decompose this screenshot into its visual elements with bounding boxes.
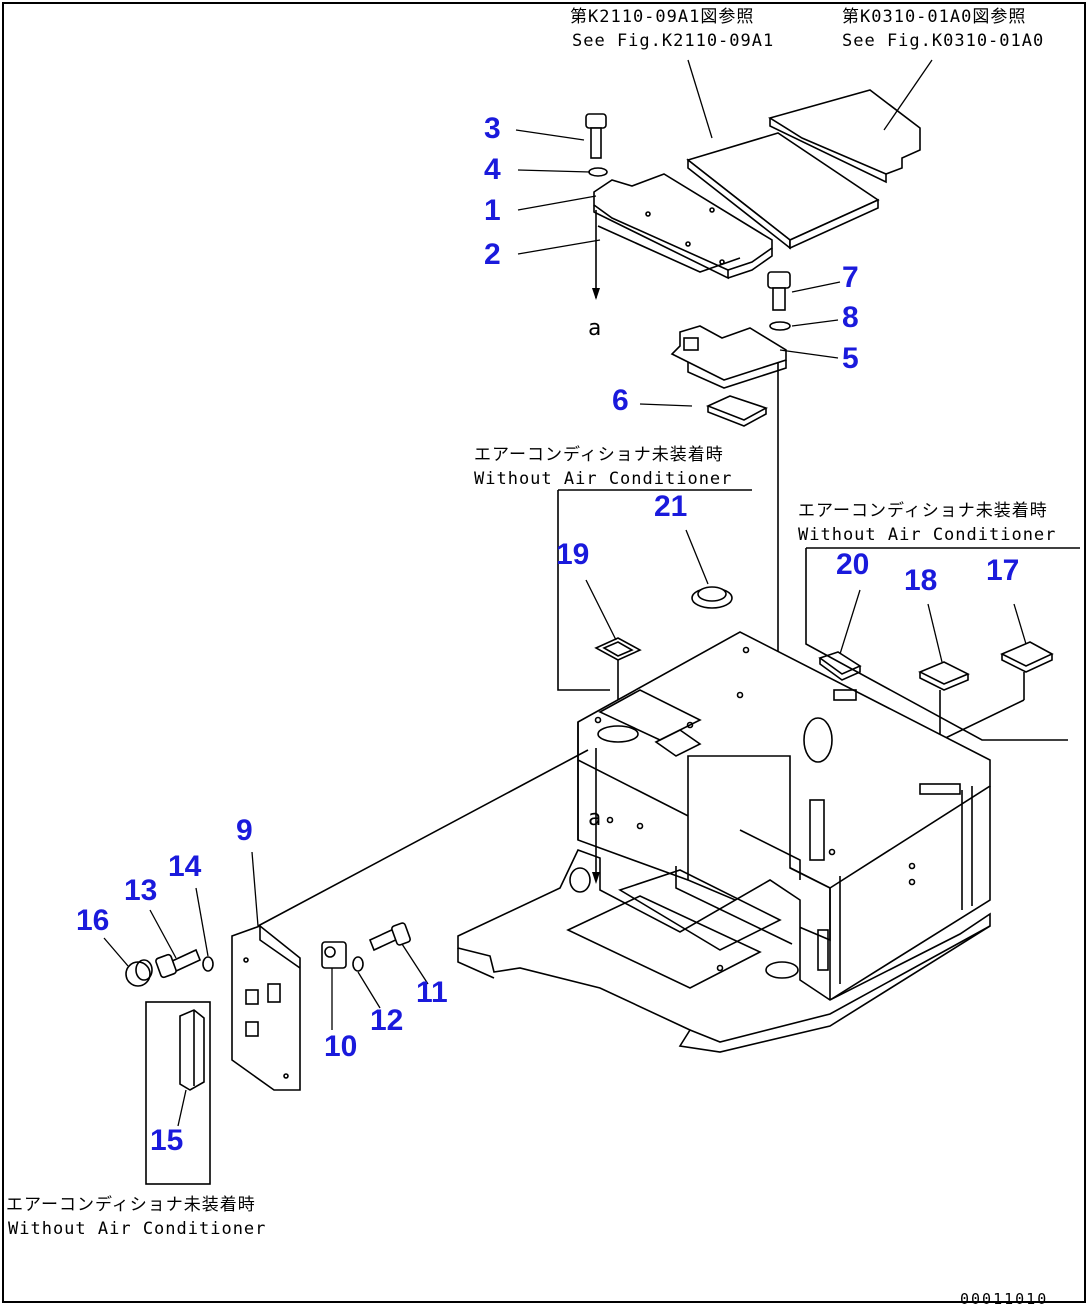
bolt-13-shape — [155, 948, 202, 979]
callout-4: 4 — [484, 153, 501, 186]
callout-9: 9 — [236, 814, 253, 847]
top-left-note-jp: 第K2110-09A1図参照 — [570, 7, 755, 27]
arrow-head — [592, 288, 600, 300]
ref-letter-top: a — [588, 316, 603, 341]
cover-seal — [597, 225, 741, 273]
top-left-note-en: See Fig.K2110-09A1 — [572, 31, 775, 51]
plug-21-shape — [691, 586, 733, 609]
leader-lines — [103, 59, 1027, 1127]
plate-guide-line — [257, 749, 589, 927]
callout-8: 8 — [842, 301, 859, 334]
right-note-bracket — [805, 548, 1068, 741]
ref-letter-bottom: a — [588, 806, 603, 831]
bottom-note-box — [145, 1001, 211, 1185]
arrow-head-lower — [592, 872, 600, 884]
bolt-7-shape — [767, 271, 791, 311]
figure-number: 00011010 — [960, 1290, 1049, 1308]
cover-plate — [593, 173, 773, 280]
bolt-3-shape — [585, 113, 607, 159]
top-right-note-jp: 第K0310-01A0図参照 — [842, 7, 1027, 27]
callout-14: 14 — [168, 850, 202, 883]
spacer-15-shape — [179, 1009, 205, 1091]
callout-6: 6 — [612, 384, 629, 417]
callout-10: 10 — [324, 1030, 358, 1063]
callout-1: 1 — [484, 194, 501, 227]
callout-19: 19 — [556, 538, 590, 571]
callout-17: 17 — [986, 554, 1020, 587]
right-note-jp: エアーコンディショナ未装着時 — [798, 501, 1048, 521]
callout-13: 13 — [124, 874, 158, 907]
callout-12: 12 — [370, 1004, 404, 1037]
washer-8-shape — [769, 321, 791, 331]
top-right-note-en: See Fig.K0310-01A0 — [842, 31, 1045, 51]
side-mat-panel — [768, 89, 921, 184]
cover-18-shape — [918, 661, 970, 691]
pad-6-shape — [705, 395, 768, 427]
gasket-19-shape — [594, 637, 642, 661]
mounting-plate-9 — [231, 925, 301, 1091]
mid-note-en: Without Air Conditioner — [474, 469, 733, 489]
washer-4-shape — [588, 167, 608, 177]
floor-frame — [457, 631, 991, 1053]
mid-note-bracket — [557, 490, 610, 691]
mid-note-jp: エアーコンディショナ未装着時 — [474, 445, 724, 465]
callout-21: 21 — [654, 490, 688, 523]
bottom-note-jp: エアーコンディショナ未装着時 — [6, 1195, 256, 1215]
callout-11: 11 — [416, 976, 448, 1009]
callout-5: 5 — [842, 342, 859, 375]
bottom-note-en: Without Air Conditioner — [8, 1219, 267, 1239]
floor-mat-panel — [686, 132, 880, 250]
callout-20: 20 — [836, 548, 870, 581]
callout-15: 15 — [150, 1124, 184, 1157]
callout-18: 18 — [904, 564, 938, 597]
washer-12-shape — [352, 956, 364, 972]
callout-7: 7 — [842, 261, 859, 294]
callout-3: 3 — [484, 112, 501, 145]
bolt-11-shape — [368, 922, 411, 952]
bracket-5-shape — [670, 325, 787, 389]
cap-16-shape — [125, 959, 153, 987]
right-note-en: Without Air Conditioner — [798, 525, 1057, 545]
callout-2: 2 — [484, 238, 501, 271]
washer-14-shape — [202, 956, 214, 972]
clamp-10-shape — [321, 941, 347, 969]
cover-17-shape — [1000, 641, 1054, 673]
callout-16: 16 — [76, 904, 110, 937]
